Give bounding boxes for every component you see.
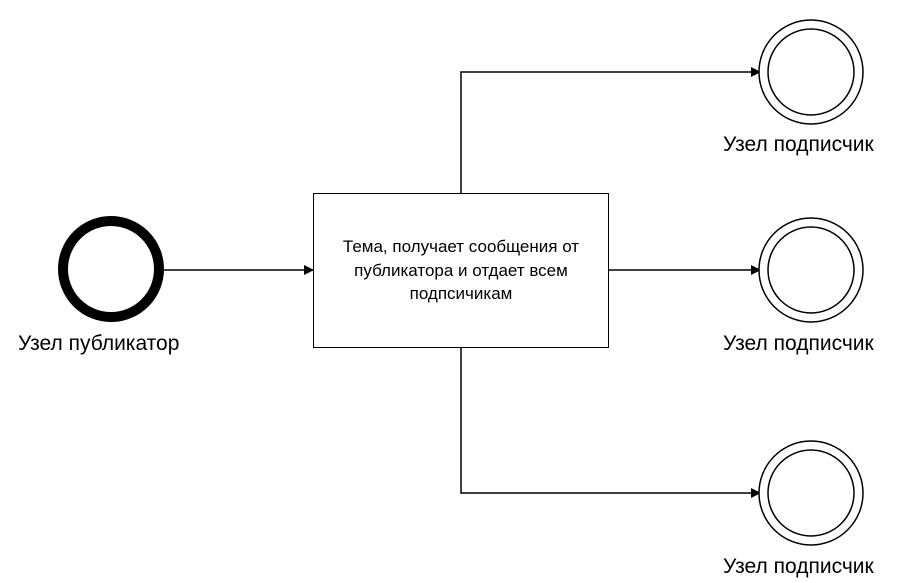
subscriber-label-2: Узел подписчик: [723, 332, 874, 355]
topic-text: Тема, получает сообщения от публикатора …: [342, 236, 580, 304]
publisher-label: Узел публикатор: [18, 332, 180, 355]
connector-topic-to-subscriber-3: [460, 348, 761, 498]
subscriber-node-1: [758, 19, 864, 125]
publisher-node: [58, 216, 164, 322]
connector-topic-to-subscriber-1: [460, 67, 761, 193]
topic-box: Тема, получает сообщения от публикатора …: [313, 193, 609, 348]
subscriber-node-2: [758, 217, 864, 323]
subscriber-node-3: [758, 440, 864, 546]
subscriber-label-1: Узел подписчик: [723, 133, 874, 156]
subscriber-label-3: Узел подписчик: [723, 555, 874, 578]
